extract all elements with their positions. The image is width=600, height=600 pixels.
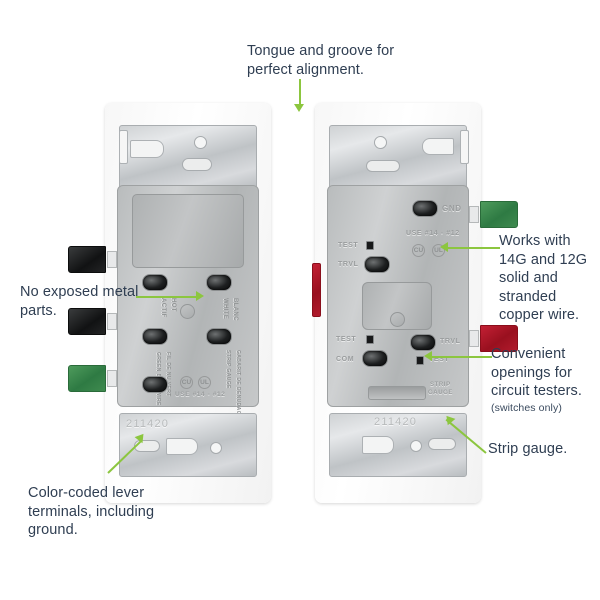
lever-terminal-neutral[interactable] bbox=[68, 308, 106, 335]
test-opening-lower-right[interactable] bbox=[416, 356, 424, 365]
lever-terminal-ground[interactable] bbox=[480, 201, 518, 228]
leader-works-with bbox=[446, 247, 500, 249]
lever-stub-hot bbox=[107, 251, 117, 268]
callout-no-exposed-metal-text: No exposed metal parts. bbox=[20, 284, 139, 319]
label-test-upper: TEST bbox=[338, 242, 359, 249]
lever-terminal-ground[interactable] bbox=[68, 365, 106, 392]
label-actif: ACTIF bbox=[160, 298, 166, 318]
label-gauge: GAUGE bbox=[428, 390, 454, 396]
callout-no-exposed-metal: No exposed metal parts. bbox=[20, 283, 140, 320]
arrow-tongue-groove bbox=[294, 104, 304, 112]
hot-wire-port bbox=[142, 274, 168, 291]
callout-tongue-groove-text: Tongue and groove for perfect alignment. bbox=[247, 43, 395, 78]
lever-terminal-common[interactable] bbox=[480, 325, 518, 352]
label-gnd: GND bbox=[442, 204, 462, 213]
wire-size-stamp: USE #14 - #12 bbox=[406, 230, 460, 237]
mounting-strap-top-left bbox=[119, 125, 257, 189]
strap-oval-slot-bottom bbox=[428, 438, 456, 450]
receptacle-device: ACTIF HOT WHITE BLANC GREEN BARE WIRE FI… bbox=[68, 103, 271, 503]
mounting-strap-bottom-left: 211420 bbox=[119, 413, 257, 477]
lever-terminal-common-side[interactable] bbox=[312, 263, 321, 317]
label-strip: STRIP bbox=[430, 382, 451, 388]
lever-stub-neutral bbox=[107, 313, 117, 330]
receptacle-upper-recess bbox=[132, 194, 244, 268]
arrow-works-with bbox=[440, 242, 448, 252]
callout-strip-gauge-text: Strip gauge. bbox=[488, 441, 568, 457]
leader-no-exposed-metal bbox=[136, 296, 198, 298]
leader-circuit-testers bbox=[430, 356, 492, 358]
callout-color-coded-levers-text: Color-coded lever terminals, including g… bbox=[28, 485, 155, 539]
trvl-wire-port-upper bbox=[364, 256, 390, 273]
callout-circuit-tester-openings-text: Convenient openings for circuit testers. bbox=[491, 346, 583, 400]
label-white: WHITE bbox=[222, 298, 228, 320]
callout-circuit-tester-openings-sub: (switches only) bbox=[491, 401, 562, 414]
strap-screw-hole bbox=[374, 136, 387, 149]
ul-mark-icon: UL bbox=[198, 376, 211, 389]
cu-mark-icon: CU bbox=[412, 244, 425, 257]
arrow-no-exposed-metal bbox=[196, 291, 204, 301]
label-blanc: BLANC bbox=[232, 298, 238, 321]
cu-mark-icon: CU bbox=[180, 376, 193, 389]
hot-wire-port-2 bbox=[142, 328, 168, 345]
label-strip-gauge-en: STRIP GAUGE bbox=[225, 350, 231, 389]
strap-keyhole-slot-bottom bbox=[166, 438, 198, 455]
label-trvl-upper: TRVL bbox=[338, 261, 359, 268]
callout-tongue-groove: Tongue and groove for perfect alignment. bbox=[247, 42, 427, 79]
label-hot: HOT bbox=[170, 298, 176, 312]
label-com: COM bbox=[336, 356, 355, 363]
strap-oval-slot bbox=[366, 160, 400, 172]
label-test-lower-left: TEST bbox=[336, 336, 357, 343]
com-wire-port bbox=[362, 350, 388, 367]
strap-right-ear bbox=[460, 130, 469, 164]
lever-terminal-hot[interactable] bbox=[68, 246, 106, 273]
switch-bottom-slot bbox=[368, 386, 426, 400]
lever-stub-ground bbox=[469, 206, 479, 223]
callout-circuit-tester-openings: Convenient openings for circuit testers.… bbox=[491, 345, 599, 415]
callout-works-with-wire: Works with 14G and 12G solid and strande… bbox=[499, 232, 599, 325]
label-test-lower-right: TEST bbox=[429, 356, 450, 363]
callout-works-with-wire-text: Works with 14G and 12G solid and strande… bbox=[499, 233, 588, 324]
test-opening-lower-left[interactable] bbox=[366, 335, 374, 344]
strap-screw-hole-bottom bbox=[210, 442, 222, 454]
label-trvl-lower: TRVL bbox=[440, 338, 461, 345]
wire-size-stamp: USE #14 - #12 bbox=[175, 391, 226, 398]
lever-stub-common bbox=[469, 330, 479, 347]
gnd-wire-port bbox=[412, 200, 438, 217]
center-boss bbox=[180, 304, 195, 319]
strap-screw-hole-bottom bbox=[410, 440, 422, 452]
strap-keyhole-slot bbox=[130, 140, 164, 158]
strap-screw-hole bbox=[194, 136, 207, 149]
mounting-strap-top-right bbox=[329, 125, 469, 189]
strap-left-ear bbox=[119, 130, 128, 164]
strap-keyhole-slot bbox=[422, 138, 454, 155]
serial-number: 211420 bbox=[126, 418, 170, 430]
lever-stub-ground bbox=[107, 370, 117, 387]
center-boss bbox=[390, 312, 405, 327]
leader-tongue-groove bbox=[299, 79, 301, 107]
strap-keyhole-slot-bottom bbox=[362, 436, 394, 454]
switch-back-body: GND USE #14 - #12 CU UL TEST TRVL TEST C… bbox=[327, 185, 469, 407]
trvl-wire-port-lower bbox=[410, 334, 436, 351]
arrow-circuit-testers bbox=[424, 351, 432, 361]
label-strip-gauge-fr: GABARIT DE DENUDAGE bbox=[235, 350, 241, 419]
neutral-wire-port-2 bbox=[206, 328, 232, 345]
ground-wire-port bbox=[142, 376, 168, 393]
test-opening-upper[interactable] bbox=[366, 241, 374, 250]
mounting-strap-bottom-right: 211420 bbox=[329, 413, 467, 477]
callout-strip-gauge: Strip gauge. bbox=[488, 440, 598, 459]
serial-number: 211420 bbox=[374, 416, 418, 428]
neutral-wire-port bbox=[206, 274, 232, 291]
callout-color-coded-levers: Color-coded lever terminals, including g… bbox=[28, 484, 178, 540]
strap-oval-slot bbox=[182, 158, 212, 171]
switch-device: GND USE #14 - #12 CU UL TEST TRVL TEST C… bbox=[312, 103, 518, 503]
